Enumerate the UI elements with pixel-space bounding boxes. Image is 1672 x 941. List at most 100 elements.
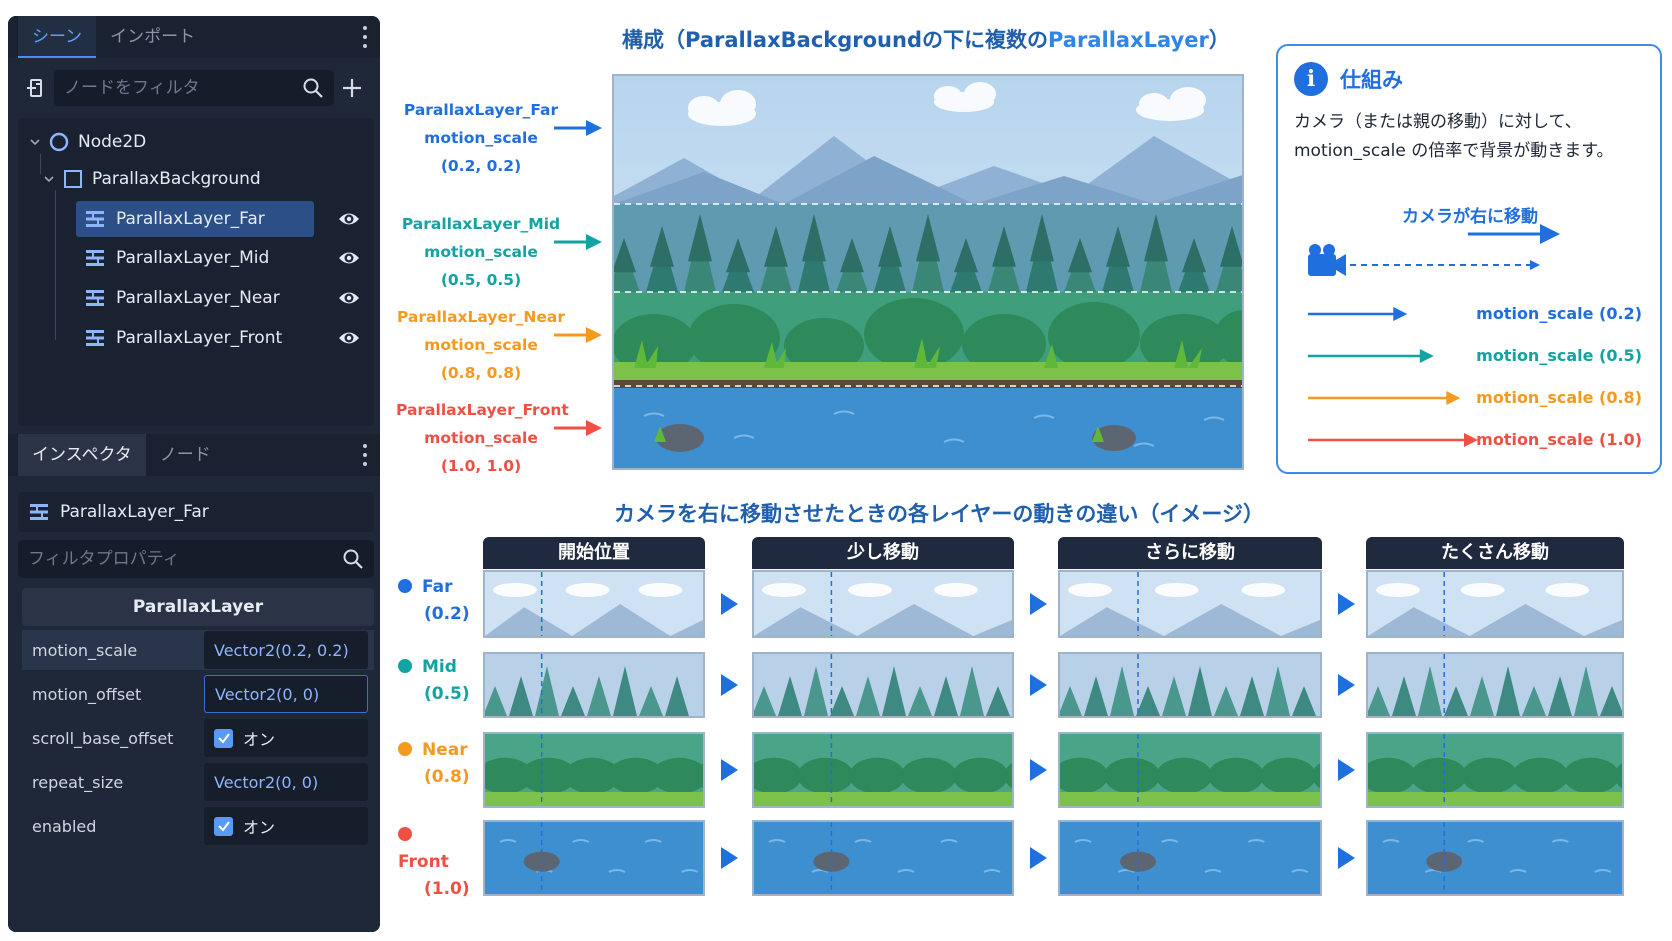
- next-step-arrow-icon: [721, 847, 738, 869]
- search-icon[interactable]: [342, 548, 364, 570]
- layer-label-line: motion_scale: [424, 129, 538, 147]
- layer-label-line: ParallaxLayer_Near: [396, 308, 566, 326]
- thumbnail-near-3: [1058, 732, 1322, 808]
- parallax-layer-icon: [86, 330, 104, 346]
- scene-dock-menu-icon[interactable]: [362, 26, 368, 48]
- property-value-motion-scale[interactable]: Vector2(0.2, 0.2): [204, 631, 368, 669]
- thumbnail-mid-3: [1058, 652, 1322, 718]
- layer-thumbnail-art: [1060, 734, 1320, 806]
- scene-illustration-svg: [614, 76, 1242, 468]
- scene-tree: Node2D ParallaxBackground ParallaxLayer_…: [18, 118, 374, 426]
- link-scene-icon[interactable]: [18, 70, 54, 106]
- comparison-row-label: Front (1.0): [398, 822, 470, 903]
- tree-item-parallax-layer-mid[interactable]: ParallaxLayer_Mid: [76, 240, 314, 276]
- tree-item-parallax-background[interactable]: ParallaxBackground: [40, 161, 368, 197]
- scale-arrow-head: [1419, 349, 1434, 363]
- comparison-row-scale: (1.0): [424, 879, 470, 899]
- parallax-layer-icon: [86, 250, 104, 266]
- node-filter-input[interactable]: [64, 78, 284, 98]
- tree-item-label: Node2D: [78, 132, 147, 152]
- camera-move-label: カメラが右に移動: [1402, 207, 1538, 227]
- tab-node[interactable]: ノード: [159, 445, 211, 465]
- layer-thumbnail-art: [1368, 822, 1622, 894]
- structure-title: 構成（ParallaxBackgroundの下に複数のParallaxLayer…: [622, 24, 1230, 54]
- property-name: motion_scale: [32, 640, 138, 660]
- layer-dot-icon: [398, 827, 412, 841]
- thumbnail-far-2: [752, 570, 1014, 638]
- info-description-line: カメラ（または親の移動）に対して、: [1294, 112, 1582, 132]
- property-row-repeat-size: repeat_size Vector2(0, 0): [22, 762, 374, 802]
- layer-thumbnail-art: [754, 572, 1012, 636]
- comparison-column-header: たくさん移動: [1366, 537, 1624, 569]
- property-name: enabled: [32, 816, 97, 836]
- comparison-row-name: Mid: [422, 657, 457, 677]
- next-step-arrow-icon: [1338, 759, 1355, 781]
- thumbnail-front-3: [1058, 820, 1322, 896]
- thumbnail-front-1: [483, 820, 705, 896]
- layer-label-line: ParallaxLayer_Far: [403, 101, 559, 119]
- layer-dot-icon: [398, 659, 412, 673]
- checkbox-checked-icon[interactable]: [214, 816, 233, 836]
- tree-item-label: ParallaxLayer_Far: [116, 209, 265, 229]
- mechanism-info-box: i 仕組み カメラ（または親の移動）に対して、 motion_scale の倍率…: [1276, 44, 1662, 474]
- thumbnail-mid-2: [752, 652, 1014, 718]
- visibility-eye-icon[interactable]: [338, 287, 360, 309]
- tree-item-node2d[interactable]: Node2D: [24, 124, 368, 160]
- property-value-repeat-size[interactable]: Vector2(0, 0): [204, 763, 368, 801]
- property-row-scroll-base-offset: scroll_base_offset オン: [22, 718, 374, 758]
- tree-item-label: ParallaxBackground: [92, 169, 261, 189]
- visibility-eye-icon[interactable]: [338, 208, 360, 230]
- layer-label-line: (0.5, 0.5): [440, 271, 522, 289]
- next-step-arrow-icon: [1030, 759, 1047, 781]
- thumbnail-mid-4: [1366, 652, 1624, 718]
- comparison-row-scale: (0.2): [424, 604, 470, 624]
- tree-item-label: ParallaxLayer_Front: [116, 328, 283, 348]
- tree-item-parallax-layer-far[interactable]: ParallaxLayer_Far: [76, 201, 314, 237]
- layer-thumbnail-art: [1060, 654, 1320, 716]
- chevron-down-icon[interactable]: [42, 172, 56, 186]
- property-name: motion_offset: [32, 684, 142, 704]
- tab-inspector[interactable]: インスペクタ: [18, 434, 146, 476]
- comparison-row-label: Near(0.8): [398, 737, 470, 791]
- scale-arrow-head: [1446, 391, 1461, 405]
- tab-scene[interactable]: シーン: [18, 16, 97, 58]
- layer-thumbnail-art: [1060, 822, 1320, 894]
- parallax-scene-illustration: [612, 74, 1244, 470]
- property-section-header[interactable]: ParallaxLayer: [22, 588, 374, 626]
- tab-import[interactable]: インポート: [110, 27, 196, 47]
- layer-dot-icon: [398, 579, 412, 593]
- comparison-column-header: 開始位置: [483, 537, 705, 569]
- layer-arrow-head: [586, 327, 602, 343]
- inspector-tabbar: インスペクタ ノード: [8, 434, 380, 476]
- scale-arrow-label: motion_scale (0.2): [1476, 304, 1642, 323]
- inspected-node[interactable]: ParallaxLayer_Far: [18, 492, 374, 532]
- inspector-menu-icon[interactable]: [362, 444, 368, 466]
- search-icon[interactable]: [302, 77, 324, 99]
- comparison-row-label: Mid(0.5): [398, 654, 470, 708]
- plus-icon: [343, 79, 361, 97]
- layer-thumbnail-art: [485, 572, 703, 636]
- comparison-title: カメラを右に移動させたときの各レイヤーの動きの違い（イメージ）: [614, 502, 1264, 526]
- camera-move-diagram: [1308, 224, 1560, 276]
- layer-thumbnail-art: [1060, 572, 1320, 636]
- visibility-eye-icon[interactable]: [338, 327, 360, 349]
- layer-thumbnail-art: [1368, 572, 1622, 636]
- thumbnail-far-1: [483, 570, 705, 638]
- tree-item-parallax-layer-front[interactable]: ParallaxLayer_Front: [76, 320, 314, 356]
- tree-item-parallax-layer-near[interactable]: ParallaxLayer_Near: [76, 280, 314, 316]
- next-step-arrow-icon: [721, 759, 738, 781]
- add-node-button[interactable]: [334, 70, 370, 106]
- layer-thumbnail-art: [754, 822, 1012, 894]
- comparison-row-name: Front: [398, 852, 449, 872]
- property-value-motion-offset[interactable]: Vector2(0, 0): [204, 675, 368, 713]
- visibility-eye-icon[interactable]: [338, 247, 360, 269]
- property-filter-input[interactable]: [28, 549, 328, 569]
- checkbox-checked-icon[interactable]: [214, 728, 233, 748]
- chevron-down-icon[interactable]: [28, 135, 42, 149]
- next-step-arrow-icon: [1338, 847, 1355, 869]
- property-value-scroll-base-offset[interactable]: オン: [204, 719, 368, 757]
- info-description-line: motion_scale の倍率で背景が動きます。: [1294, 141, 1614, 161]
- property-value-enabled[interactable]: オン: [204, 807, 368, 845]
- layer-arrow-head: [586, 420, 602, 436]
